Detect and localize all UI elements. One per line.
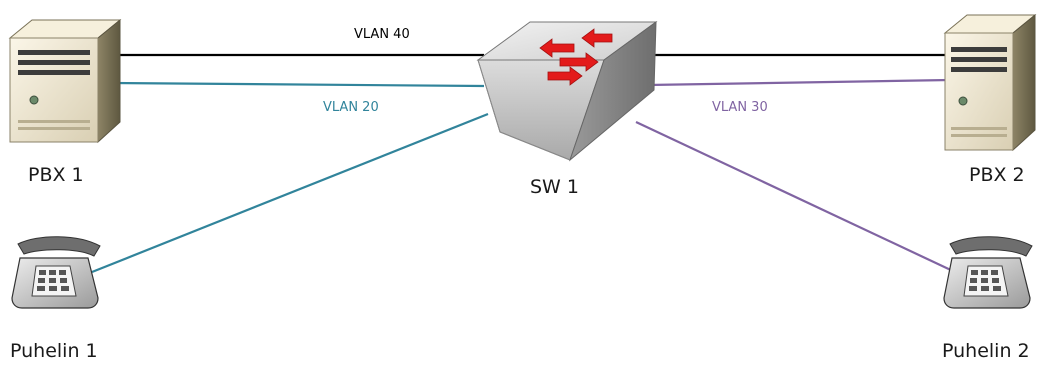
links bbox=[91, 53, 956, 274]
phone1-label: Puhelin 1 bbox=[10, 340, 98, 362]
vlan30-label: VLAN 30 bbox=[712, 100, 768, 115]
server-icon bbox=[943, 13, 1037, 152]
link-sw1-pbx2-vlan30 bbox=[647, 78, 951, 87]
network-switch-icon bbox=[476, 20, 658, 162]
link-pbx1-sw1-vlan20 bbox=[111, 81, 485, 88]
link-sw1-phone1-vlan20 bbox=[91, 112, 489, 274]
pbx2-label: PBX 2 bbox=[969, 164, 1025, 186]
vlan20-label: VLAN 20 bbox=[323, 100, 379, 115]
desk-phone-icon bbox=[11, 236, 101, 309]
desk-phone-icon bbox=[943, 236, 1033, 309]
phone2-label: Puhelin 2 bbox=[942, 340, 1030, 362]
pbx1-label: PBX 1 bbox=[28, 164, 84, 186]
sw1-label: SW 1 bbox=[530, 176, 579, 198]
server-icon bbox=[8, 18, 122, 144]
switch-arrows-icon bbox=[539, 28, 613, 86]
vlan40-label: VLAN 40 bbox=[354, 27, 410, 42]
link-sw1-phone2-vlan30 bbox=[635, 121, 956, 273]
